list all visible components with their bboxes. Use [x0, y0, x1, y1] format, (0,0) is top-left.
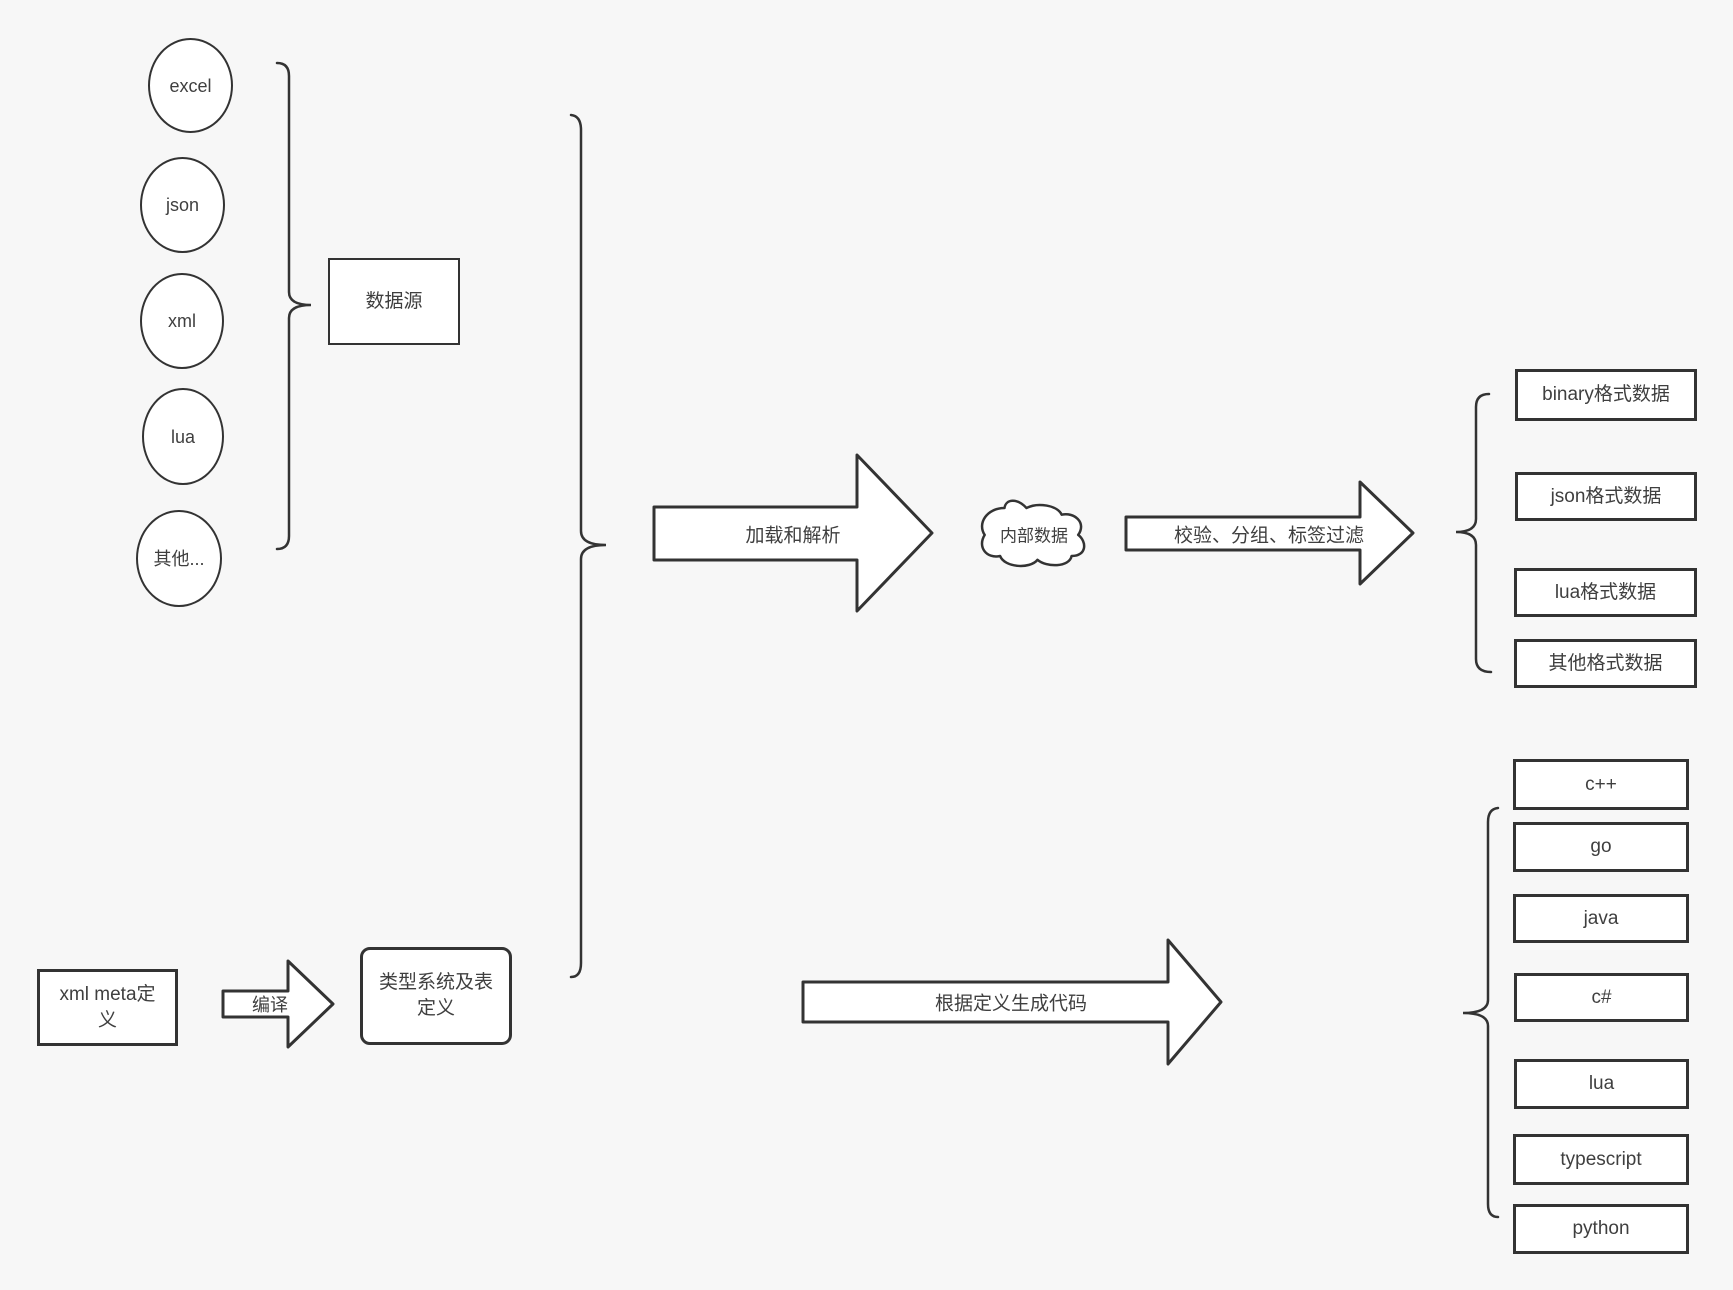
source-node-label: json	[165, 195, 200, 215]
brace-all-inputs-group	[569, 113, 607, 979]
format-node-label: binary格式数据	[1542, 384, 1670, 405]
data-source-group-box: 数据源	[328, 258, 460, 345]
arrow-filter	[1124, 480, 1415, 586]
language-node-lua: lua	[1514, 1059, 1689, 1109]
language-node-label: go	[1590, 836, 1612, 857]
format-node-other: 其他格式数据	[1514, 639, 1697, 688]
format-node-lua: lua格式数据	[1514, 568, 1697, 617]
language-node-label: c#	[1591, 986, 1612, 1008]
xml-meta-definition-label: xml meta定义	[59, 983, 156, 1031]
language-node-label: c++	[1585, 773, 1617, 795]
brace-formats-group	[1455, 392, 1493, 674]
language-node-label: typescript	[1560, 1148, 1642, 1170]
language-node-cpp: c++	[1513, 759, 1689, 810]
arrow-filter-label: 校验、分组、标签过滤	[1173, 525, 1365, 547]
source-node-xml: xml	[140, 273, 224, 369]
arrow-codegen-label: 根据定义生成代码	[934, 993, 1088, 1015]
source-node-other: 其他...	[136, 510, 222, 607]
language-node-java: java	[1513, 894, 1689, 943]
source-node-lua: lua	[142, 388, 224, 485]
language-node-label: java	[1583, 907, 1619, 929]
source-node-label: lua	[170, 426, 196, 447]
format-node-label: 其他格式数据	[1548, 652, 1663, 674]
format-node-label: lua格式数据	[1554, 581, 1657, 603]
format-node-label: json格式数据	[1550, 485, 1662, 507]
format-node-json: json格式数据	[1515, 472, 1697, 521]
language-node-typescript: typescript	[1513, 1134, 1689, 1185]
source-node-label: excel	[169, 75, 212, 96]
cloud-internal-data	[980, 499, 1086, 568]
source-node-excel: excel	[148, 38, 233, 133]
source-node-json: json	[140, 157, 225, 253]
type-system-label: 类型系统及表定义	[378, 972, 493, 1019]
brace-sources-group	[275, 61, 312, 551]
arrow-compile	[221, 959, 335, 1049]
brace-languages-group	[1462, 806, 1500, 1219]
format-node-binary: binary格式数据	[1515, 369, 1697, 421]
source-node-label: xml	[168, 311, 196, 331]
internal-data-label: 内部数据	[1000, 526, 1068, 546]
xml-meta-definition-box: xml meta定义	[37, 969, 178, 1046]
type-system-box: 类型系统及表定义	[360, 947, 512, 1045]
data-source-group-label: 数据源	[365, 290, 423, 312]
arrow-load-parse	[652, 453, 934, 613]
language-node-label: python	[1572, 1218, 1630, 1239]
arrow-codegen	[801, 938, 1223, 1066]
language-node-csharp: c#	[1514, 973, 1689, 1022]
arrow-load-parse-label: 加载和解析	[745, 525, 841, 547]
language-node-go: go	[1513, 822, 1689, 872]
language-node-label: lua	[1588, 1073, 1615, 1094]
language-node-python: python	[1513, 1204, 1689, 1254]
source-node-label: 其他...	[153, 548, 205, 569]
arrow-compile-label: 编译	[252, 995, 288, 1015]
